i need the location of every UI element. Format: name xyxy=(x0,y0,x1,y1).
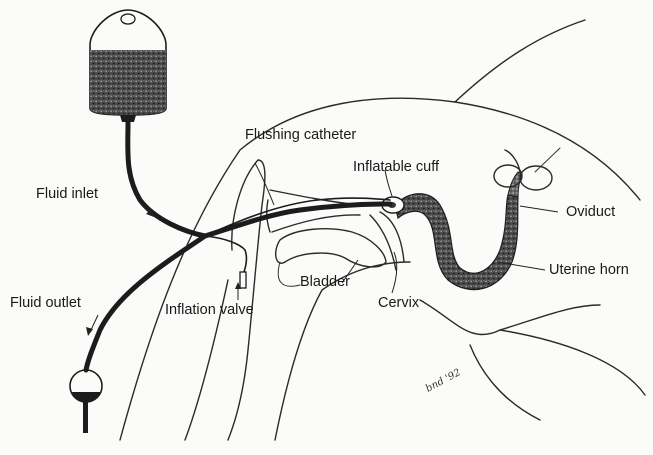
tubing xyxy=(86,122,390,370)
label-cervix: Cervix xyxy=(378,296,419,311)
oviduct-leader xyxy=(520,206,558,212)
label-inflation-valve: Inflation valve xyxy=(165,303,254,318)
leader-lines xyxy=(86,163,558,336)
cervix xyxy=(370,212,404,270)
label-fluid-outlet: Fluid outlet xyxy=(10,296,81,311)
oviduct xyxy=(494,148,560,190)
label-flushing-catheter: Flushing catheter xyxy=(245,128,356,143)
vaginal-canal xyxy=(228,160,360,440)
label-bladder: Bladder xyxy=(300,275,350,290)
inflation-valve-shape xyxy=(240,272,246,288)
label-oviduct: Oviduct xyxy=(566,205,615,220)
fluid-inlet-bag xyxy=(90,10,166,122)
label-fluid-inlet: Fluid inlet xyxy=(36,187,98,202)
label-uterine-horn: Uterine horn xyxy=(549,263,629,278)
uterine-horn xyxy=(395,172,522,290)
fluid-outlet-collector xyxy=(70,370,102,433)
label-inflatable-cuff: Inflatable cuff xyxy=(353,160,439,175)
body-outline xyxy=(120,20,645,440)
